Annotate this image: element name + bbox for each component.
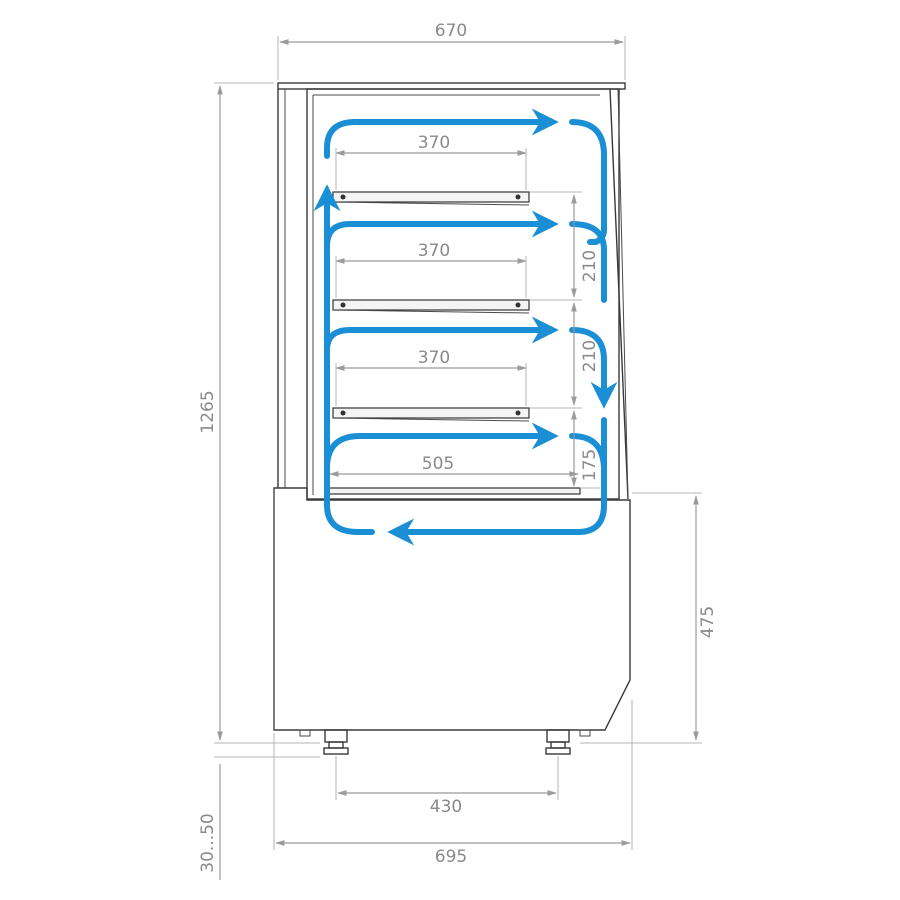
cabinet-outline: [273, 82, 631, 755]
dim-label-feet-adjust: 30...50: [198, 813, 218, 872]
dim-label-bottom-gap: 175: [580, 449, 600, 481]
dim-label-shelf-gap-2: 210: [580, 340, 600, 372]
dim-label-shelf-gap-1: 210: [580, 250, 600, 282]
dim-label-bottom-depth: 505: [422, 454, 454, 474]
shelf-1: [332, 191, 530, 206]
dim-label-total-height: 1265: [198, 390, 218, 433]
airflow-base-left: [324, 459, 375, 535]
shelf-2: [332, 299, 530, 314]
dim-label-width-top: 670: [435, 21, 467, 41]
dim-label-base-height: 475: [698, 606, 718, 638]
left-foot: [299, 729, 349, 755]
dim-label-shelf-depth-1: 370: [418, 133, 450, 153]
airflow-base-return: [387, 417, 607, 546]
dim-label-shelf-depth-3: 370: [418, 348, 450, 368]
front-glass: [609, 88, 629, 500]
dim-label-feet-spacing: 430: [430, 797, 462, 817]
airflow-return-upper: [569, 119, 607, 245]
dim-label-shelf-depth-2: 370: [418, 241, 450, 261]
airflow-arrow-shelf-1: [324, 108, 559, 159]
dimension-annotations: 670 370 370 370 505 210 210 175: [198, 21, 718, 880]
cabinet-base: [273, 487, 631, 731]
airflow-return-lower: [569, 327, 618, 409]
bottom-deck: [324, 487, 581, 495]
right-foot: [545, 729, 591, 755]
dim-label-width-base: 695: [435, 847, 467, 867]
airflow-paths: [313, 108, 618, 546]
airflow-arrow-shelf-3: [324, 316, 559, 353]
airflow-return-mid: [569, 221, 607, 303]
shelves: [324, 191, 581, 495]
shelf-3: [332, 407, 530, 422]
cabinet-top-panel: [277, 82, 626, 90]
